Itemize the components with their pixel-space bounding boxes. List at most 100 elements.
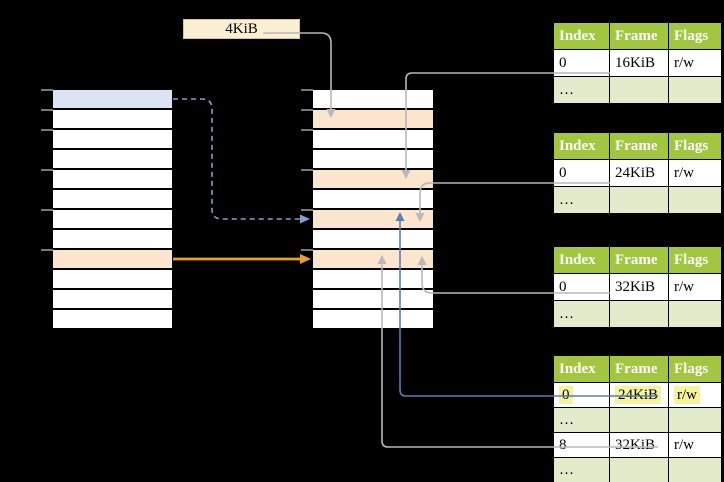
tick-mark [41, 109, 53, 111]
memory-row-white [53, 230, 172, 250]
table-cell [668, 407, 722, 433]
table-cell: 0 [553, 159, 610, 187]
memory-row-white [53, 310, 172, 330]
memory-row-white [313, 150, 433, 170]
virtual-memory-column [53, 90, 172, 330]
column-header-flags: Flags [668, 246, 722, 274]
memory-row-peach [313, 170, 433, 190]
tick-mark [301, 169, 313, 171]
column-header-frame: Frame [609, 355, 669, 383]
memory-row-white [53, 210, 172, 230]
column-header-index: Index [553, 22, 610, 50]
tick-mark [41, 129, 53, 131]
memory-row-white [313, 290, 433, 310]
frame-size-label: 4KiB [183, 19, 300, 39]
table-cell: r/w [668, 432, 722, 458]
highlighted-value: 0 [559, 385, 573, 404]
tick-mark [301, 129, 313, 131]
table-cell: r/w [668, 159, 722, 187]
table-cell: 0 [553, 382, 610, 408]
physical-memory-column [313, 90, 433, 330]
table-cell [668, 76, 722, 104]
memory-row-white [313, 130, 433, 150]
table-row: … [553, 300, 722, 328]
memory-row-white [313, 310, 433, 330]
memory-row-peach [313, 210, 433, 230]
table-cell: 0 [553, 49, 610, 77]
tick-mark [301, 89, 313, 91]
tick-mark [41, 89, 53, 91]
column-header-flags: Flags [668, 132, 722, 160]
column-header-flags: Flags [668, 355, 722, 383]
memory-row-white [53, 150, 172, 170]
column-header-frame: Frame [609, 246, 669, 274]
memory-row-peach [313, 110, 433, 130]
arrow-virtual-orange-mapping [173, 254, 311, 264]
column-header-index: Index [553, 355, 610, 383]
table-cell: … [553, 457, 610, 482]
table-cell [668, 186, 722, 214]
table-cell [609, 457, 669, 482]
table-cell: r/w [668, 49, 722, 77]
table-cell [609, 407, 669, 433]
table-row: … [553, 186, 722, 214]
memory-row-white [313, 90, 433, 110]
tick-mark [301, 109, 313, 111]
tick-mark [41, 249, 53, 251]
highlighted-value: 24KiB [615, 385, 662, 404]
table-cell: … [553, 186, 610, 214]
table-cell [668, 457, 722, 482]
table-row: … [553, 407, 722, 433]
table-row: … [553, 76, 722, 104]
memory-row-blue [53, 90, 172, 110]
table-cell: 8 [553, 432, 610, 458]
table-cell [609, 76, 669, 104]
table-cell [668, 300, 722, 328]
table-cell [609, 186, 669, 214]
memory-row-white [313, 230, 433, 250]
memory-row-white [53, 270, 172, 290]
highlighted-value: r/w [674, 385, 700, 404]
table-row: 0 24KiB r/w [553, 382, 722, 408]
table-cell: r/w [668, 382, 722, 408]
table-cell: r/w [668, 273, 722, 301]
memory-row-white [53, 110, 172, 130]
column-header-index: Index [553, 246, 610, 274]
tick-mark [41, 169, 53, 171]
column-header-frame: Frame [609, 22, 669, 50]
tick-mark [301, 209, 313, 211]
memory-row-white [313, 190, 433, 210]
table-cell: 0 [553, 273, 610, 301]
table-cell: 32KiB [609, 432, 669, 458]
table-row: … [553, 457, 722, 482]
table-cell: … [553, 300, 610, 328]
memory-row-white [53, 190, 172, 210]
memory-row-white [53, 170, 172, 190]
column-header-flags: Flags [668, 22, 722, 50]
table-cell [609, 300, 669, 328]
memory-row-peach [313, 250, 433, 270]
tick-mark [301, 249, 313, 251]
memory-row-white [53, 290, 172, 310]
memory-row-white [53, 130, 172, 150]
table-cell: 16KiB [609, 49, 669, 77]
table-cell: … [553, 76, 610, 104]
table-cell: 24KiB [609, 159, 669, 187]
memory-row-peach [53, 250, 172, 270]
memory-row-white [313, 270, 433, 290]
arrow-virtual-blue-translation [173, 98, 310, 224]
table-cell: 24KiB [609, 382, 669, 408]
tick-mark [41, 209, 53, 211]
column-header-frame: Frame [609, 132, 669, 160]
column-header-index: Index [553, 132, 610, 160]
table-cell: … [553, 407, 610, 433]
